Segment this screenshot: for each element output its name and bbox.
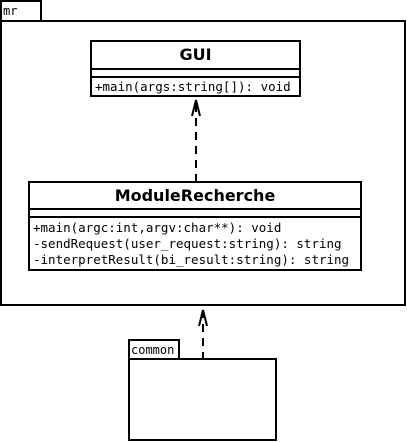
class-modulerecherche-operation: +main(argc:int,argv:char**): void <box>33 220 281 235</box>
class-modulerecherche-box <box>28 181 362 271</box>
package-common-label: common <box>131 343 174 357</box>
package-mr-label: mr <box>3 4 17 18</box>
class-gui-name: GUI <box>179 45 211 64</box>
class-gui[interactable]: GUI +main(args:string[]): void <box>90 40 301 97</box>
class-modulerecherche-name: ModuleRecherche <box>115 186 276 205</box>
dependency-arrowhead <box>191 99 201 117</box>
class-modulerecherche-operation: -interpretResult(bi_result:string): stri… <box>33 252 349 267</box>
dependency-arrowhead <box>198 309 208 327</box>
class-gui-operation: +main(args:string[]): void <box>95 79 291 94</box>
class-modulerecherche-operation: -sendRequest(user_request:string): strin… <box>33 236 342 251</box>
dependency-modulerecherche-to-gui <box>191 99 201 182</box>
package-common[interactable]: common <box>128 339 277 441</box>
package-common-body <box>128 358 277 441</box>
dependency-common-to-mr <box>198 309 208 360</box>
class-modulerecherche[interactable]: ModuleRecherche +main(argc:int,argv:char… <box>28 181 362 271</box>
